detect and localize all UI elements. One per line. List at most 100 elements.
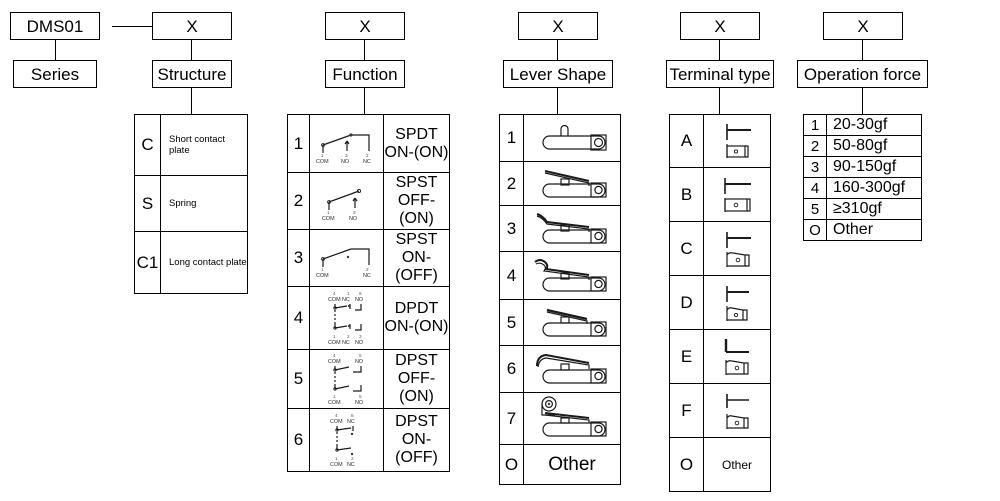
structure-options-table: C Short contact plate S Spring C1 Long c…	[134, 114, 248, 294]
terminal-other-label: Other	[703, 437, 771, 492]
terminal-bent-tall-icon	[726, 231, 751, 267]
svg-text:NC: NC	[363, 273, 371, 279]
function-code-2: 2	[287, 172, 310, 230]
function-type-5: DPST	[395, 352, 438, 369]
table-row[interactable]: B	[669, 167, 771, 222]
svg-text:NC: NC	[347, 462, 355, 468]
structure-code-C: C	[134, 114, 161, 176]
svg-text:3: 3	[353, 210, 356, 215]
lever-shape-label-text: Lever Shape	[509, 64, 607, 84]
operation-force-code-text: X	[857, 16, 869, 36]
function-code-1: 1	[287, 114, 310, 173]
function-code-3: 3	[287, 229, 310, 287]
structure-desc-S: Spring	[160, 175, 248, 232]
svg-text:NO: NO	[355, 297, 363, 303]
svg-text:1: 1	[321, 267, 324, 272]
table-row[interactable]: F	[669, 383, 771, 438]
table-row[interactable]: O Other	[803, 219, 922, 241]
lever-other-label: Other	[523, 444, 621, 485]
table-row[interactable]: 4 160-300gf	[803, 177, 922, 199]
lever-straight-blade-icon	[542, 169, 607, 198]
function-desc-5: DPST OFF-(ON)	[383, 349, 450, 409]
table-row[interactable]: A	[669, 114, 771, 168]
terminal-code-D: D	[669, 275, 704, 330]
lever-shape-label-box: Lever Shape	[503, 60, 613, 88]
svg-text:2: 2	[366, 267, 369, 272]
function-schematic-6: 4 5 COM NC 1 2 COM NC	[309, 408, 384, 472]
terminal-icon-A	[703, 114, 771, 168]
terminal-code-A: A	[669, 114, 704, 168]
terminal-l-bracket-icon	[724, 338, 749, 375]
spst-off-on-schematic: 1 3 COM NO	[322, 188, 361, 222]
svg-text:COM: COM	[316, 159, 329, 165]
svg-text:COM: COM	[328, 340, 341, 346]
lever-icon-3	[523, 205, 621, 252]
function-connector-bottom	[364, 88, 365, 114]
operation-force-label-box: Operation force	[797, 60, 928, 88]
table-row[interactable]: 5 4 5 COM NO 1 5 COM NO DPST OFF-(ON)	[287, 349, 450, 409]
table-row[interactable]: E	[669, 329, 771, 384]
table-row[interactable]: 2 1 3 COM NO SPST OFF-(ON)	[287, 172, 450, 230]
function-type-2: SPST	[395, 174, 438, 191]
table-row[interactable]: 4 4 1 6 COM NC NO 1 2 3 COM NC	[287, 286, 450, 350]
lever-shape-code-box: X	[518, 12, 598, 40]
operation-force-options-table: 1 20-30gf 2 50-80gf 3 90-150gf 4 160-300…	[803, 114, 922, 241]
series-code-text: DMS01	[26, 16, 84, 36]
terminal-type-connector-top	[719, 40, 720, 60]
svg-text:2: 2	[366, 153, 369, 158]
table-row[interactable]: 1	[499, 114, 621, 162]
function-schematic-5: 4 5 COM NO 1 5 COM NO	[309, 349, 384, 409]
table-row[interactable]: 4	[499, 251, 621, 300]
svg-text:COM: COM	[328, 297, 341, 303]
svg-text:COM: COM	[328, 359, 341, 365]
table-row[interactable]: 7	[499, 392, 621, 445]
lever-code-5: 5	[499, 299, 524, 346]
function-desc-2: SPST OFF-(ON)	[383, 172, 450, 230]
svg-text:1: 1	[335, 456, 338, 461]
table-row[interactable]: 3 1 2 COM NC SPST ON-(OFF)	[287, 229, 450, 287]
function-desc-6: DPST ON-(OFF)	[383, 408, 450, 472]
table-row[interactable]: 5	[499, 299, 621, 346]
table-row[interactable]: C Short contact plate	[134, 114, 248, 176]
table-row[interactable]: 2	[499, 161, 621, 206]
lever-code-3: 3	[499, 205, 524, 252]
force-value-O: Other	[826, 219, 922, 241]
lever-long-curved-blade-icon	[536, 353, 607, 384]
function-type-4: DPDT	[394, 300, 439, 317]
structure-connector-bottom	[191, 88, 192, 114]
force-value-5: ≥310gf	[826, 198, 922, 220]
terminal-code-C: C	[669, 221, 704, 276]
table-row[interactable]: O Other	[499, 444, 621, 485]
structure-desc-C1: Long contact plate	[160, 231, 248, 294]
table-row[interactable]: D	[669, 275, 771, 330]
terminal-icon-B	[703, 167, 771, 222]
table-row[interactable]: 3 90-150gf	[803, 156, 922, 178]
lever-icon-1	[523, 114, 621, 162]
lever-code-6: 6	[499, 345, 524, 393]
table-row[interactable]: 2 50-80gf	[803, 135, 922, 157]
structure-label-box: Structure	[152, 60, 232, 88]
function-desc-4: DPDT ON-(ON)	[383, 286, 450, 350]
table-row[interactable]: 3	[499, 205, 621, 252]
lever-curled-blade-icon	[534, 258, 607, 292]
structure-code-text: X	[186, 16, 198, 36]
function-schematic-3: 1 2 COM NC	[309, 229, 384, 287]
terminal-type-options-table: A B C	[669, 114, 771, 492]
table-row[interactable]: O Other	[669, 437, 771, 492]
table-row[interactable]: 6	[499, 345, 621, 393]
force-code-1: 1	[803, 114, 827, 136]
function-schematic-2: 1 3 COM NO	[309, 172, 384, 230]
table-row[interactable]: C1 Long contact plate	[134, 231, 248, 294]
lever-code-4: 4	[499, 251, 524, 300]
table-row[interactable]: C	[669, 221, 771, 276]
svg-text:1: 1	[321, 153, 324, 158]
series-code-box: DMS01	[10, 12, 100, 40]
table-row[interactable]: 1 1 3 2 COM NO NC SPDT ON-(ON)	[287, 114, 450, 173]
function-state-5: OFF-(ON)	[397, 370, 436, 405]
table-row[interactable]: S Spring	[134, 175, 248, 232]
structure-code-S: S	[134, 175, 161, 232]
function-type-3: SPST	[395, 231, 438, 248]
table-row[interactable]: 5 ≥310gf	[803, 198, 922, 220]
table-row[interactable]: 1 20-30gf	[803, 114, 922, 136]
table-row[interactable]: 6 4 5 COM NC 1 2 COM NC DPST ON-	[287, 408, 450, 472]
